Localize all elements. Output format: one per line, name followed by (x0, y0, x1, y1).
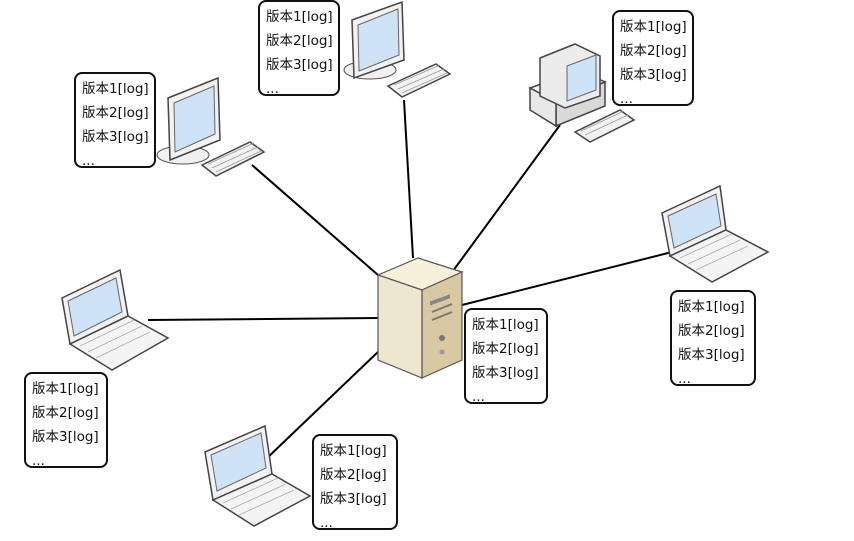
version-box-top-center-desktop: 版本1[log] 版本2[log] 版本3[log] ... (258, 0, 340, 97)
server-tower-icon (376, 257, 464, 379)
link-top-right (449, 124, 561, 276)
version-entry: ... (472, 389, 485, 405)
version-entry: 版本2[log] (620, 43, 687, 59)
version-entry: 版本1[log] (620, 19, 687, 35)
version-entry: ... (82, 153, 95, 169)
version-entry: 版本1[log] (32, 381, 99, 397)
version-entry: ... (266, 81, 279, 97)
version-entry: 版本1[log] (82, 81, 149, 97)
laptop-icon (61, 268, 170, 371)
link-bottom (264, 349, 381, 461)
version-box-right-laptop: 版本1[log] 版本2[log] 版本3[log] ... (670, 290, 756, 387)
flat-monitor-icon (343, 0, 452, 98)
version-entry: 版本3[log] (266, 57, 333, 73)
version-entry: 版本2[log] (82, 105, 149, 121)
version-entry: 版本3[log] (678, 347, 745, 363)
version-entry: 版本1[log] (678, 299, 745, 315)
version-entry: ... (32, 453, 45, 469)
version-entry: 版本2[log] (472, 341, 539, 357)
version-entry: ... (320, 515, 333, 531)
version-box-bottom-laptop: 版本1[log] 版本2[log] 版本3[log] ... (312, 434, 398, 531)
version-entry: 版本1[log] (472, 317, 539, 333)
version-entry: 版本3[log] (472, 365, 539, 381)
version-entry: 版本3[log] (32, 429, 99, 445)
version-entry: 版本3[log] (320, 491, 387, 507)
link-top-center (403, 99, 414, 259)
version-entry: 版本2[log] (32, 405, 99, 421)
laptop-icon (204, 424, 312, 527)
flat-monitor-icon (156, 76, 266, 177)
version-entry: 版本3[log] (620, 67, 687, 83)
version-box-server: 版本1[log] 版本2[log] 版本3[log] ... (464, 308, 548, 405)
connection-lines (147, 99, 681, 461)
laptop-icon (661, 184, 770, 283)
version-entry: ... (620, 91, 633, 107)
version-entry: 版本3[log] (82, 129, 149, 145)
version-entry: 版本1[log] (320, 443, 387, 459)
version-entry: 版本2[log] (678, 323, 745, 339)
link-left (147, 317, 379, 321)
version-entry: 版本2[log] (320, 467, 387, 483)
version-entry: 版本1[log] (266, 9, 333, 25)
version-box-top-right-desktop: 版本1[log] 版本2[log] 版本3[log] ... (612, 10, 694, 107)
link-top-left (251, 164, 379, 276)
version-entry: 版本2[log] (266, 33, 333, 49)
crt-desktop-icon (528, 43, 636, 143)
link-right (461, 249, 681, 306)
version-entry: ... (678, 371, 691, 387)
version-box-top-left-desktop: 版本1[log] 版本2[log] 版本3[log] ... (74, 72, 156, 169)
version-box-left-laptop: 版本1[log] 版本2[log] 版本3[log] ... (24, 372, 108, 469)
